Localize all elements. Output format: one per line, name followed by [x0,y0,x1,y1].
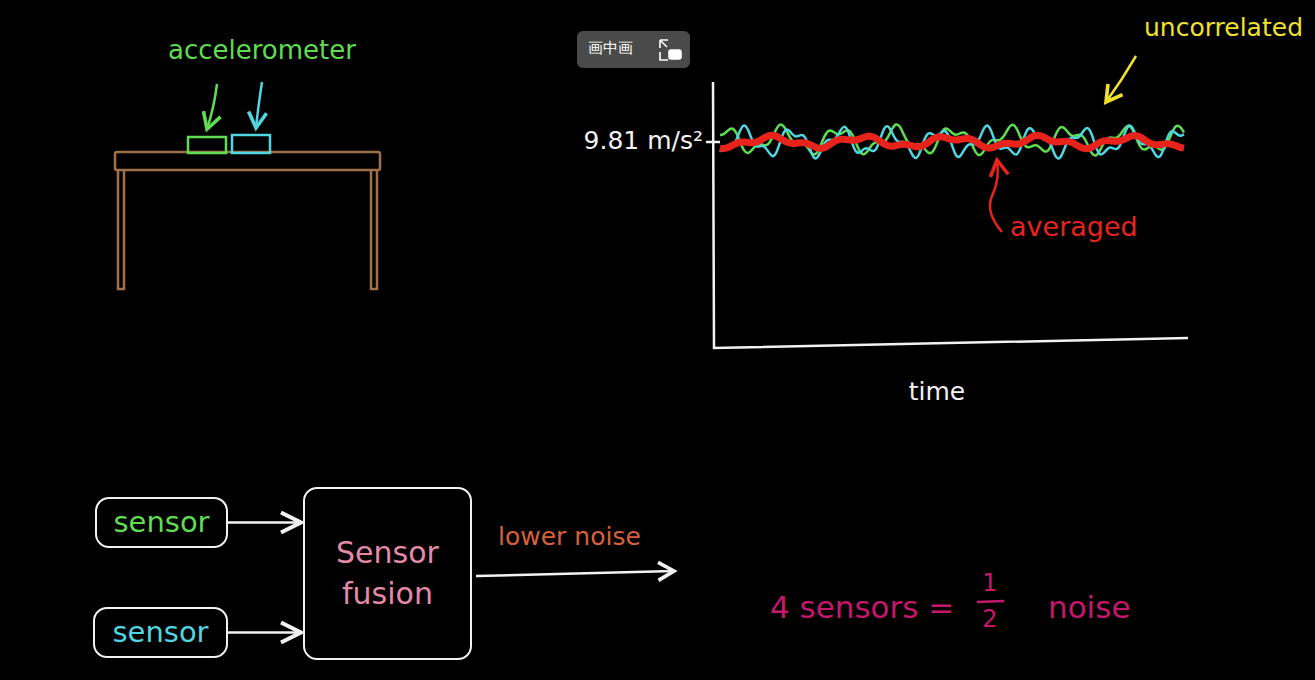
signal-averaged [720,135,1184,148]
sensor-box: sensor [95,497,228,548]
signal-green [720,124,1184,155]
connector-arrow [228,631,301,634]
part-name: accelerometer [168,36,356,65]
output-label: lower noise [498,523,641,551]
output-arrow [476,571,674,576]
accelerometer-green [188,137,226,153]
leader-arrow [256,82,262,128]
sensor-box: sensor [93,607,228,658]
signal-lines [720,124,1184,158]
signal-cyan [720,125,1184,158]
node-label: sensor [113,503,209,542]
callout-note: averaged [1010,212,1138,242]
chart-axes [706,82,1188,348]
equation-text: noise [1048,590,1130,624]
pip-icon [660,40,681,60]
leader-arrow [1106,56,1136,102]
axis-value: 9.81 m/s² [584,127,703,155]
fraction-bar [977,601,1004,602]
node-label: sensor [112,613,208,652]
table [115,152,380,289]
node-label: Sensor fusion [323,533,453,614]
fusion-box: Sensor fusion [303,487,472,660]
leader-arrow [990,160,1002,232]
pip-button [577,31,690,68]
callout-note: uncorrelated [1144,14,1303,42]
leader-arrow [207,84,217,129]
accelerometer-cyan [232,135,270,153]
equation-text: 4 sensors = [770,590,954,624]
connector-arrow [228,521,301,524]
fraction-numerator: 1 [982,570,997,596]
axis-title: time [909,378,965,406]
fraction-denominator: 2 [982,606,997,632]
pip-label: 画中画 [588,40,633,57]
